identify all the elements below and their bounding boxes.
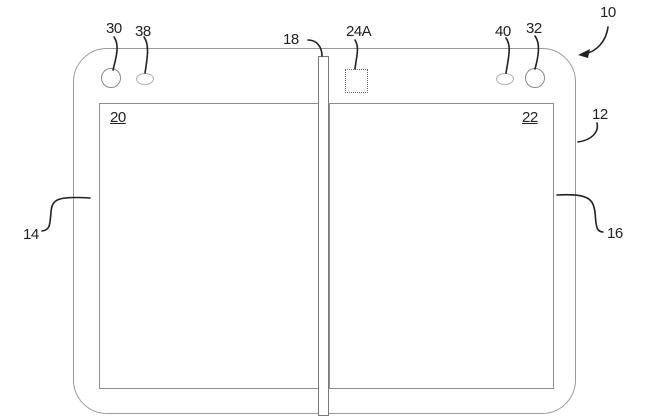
label-20: 20	[110, 109, 126, 126]
label-10: 10	[600, 4, 616, 21]
hinge-18	[318, 56, 329, 416]
label-16: 16	[607, 225, 623, 242]
label-40: 40	[495, 23, 511, 40]
label-22: 22	[522, 109, 538, 126]
label-14: 14	[23, 226, 39, 243]
right-display-22	[329, 103, 554, 389]
right-sensor-40-icon	[496, 73, 514, 85]
leader-10	[583, 26, 609, 55]
left-sensor-38-icon	[136, 73, 154, 85]
left-display-20	[99, 103, 320, 389]
right-camera-32-icon	[525, 68, 545, 88]
leader-12	[577, 122, 599, 143]
component-24a	[345, 69, 368, 93]
label-32: 32	[526, 20, 542, 37]
label-18: 18	[283, 31, 299, 48]
label-24a: 24A	[346, 23, 372, 40]
label-38: 38	[135, 23, 151, 40]
left-camera-30-icon	[101, 68, 121, 88]
label-30: 30	[106, 20, 122, 37]
label-12: 12	[592, 106, 608, 123]
arrowhead-10-icon	[578, 49, 590, 58]
